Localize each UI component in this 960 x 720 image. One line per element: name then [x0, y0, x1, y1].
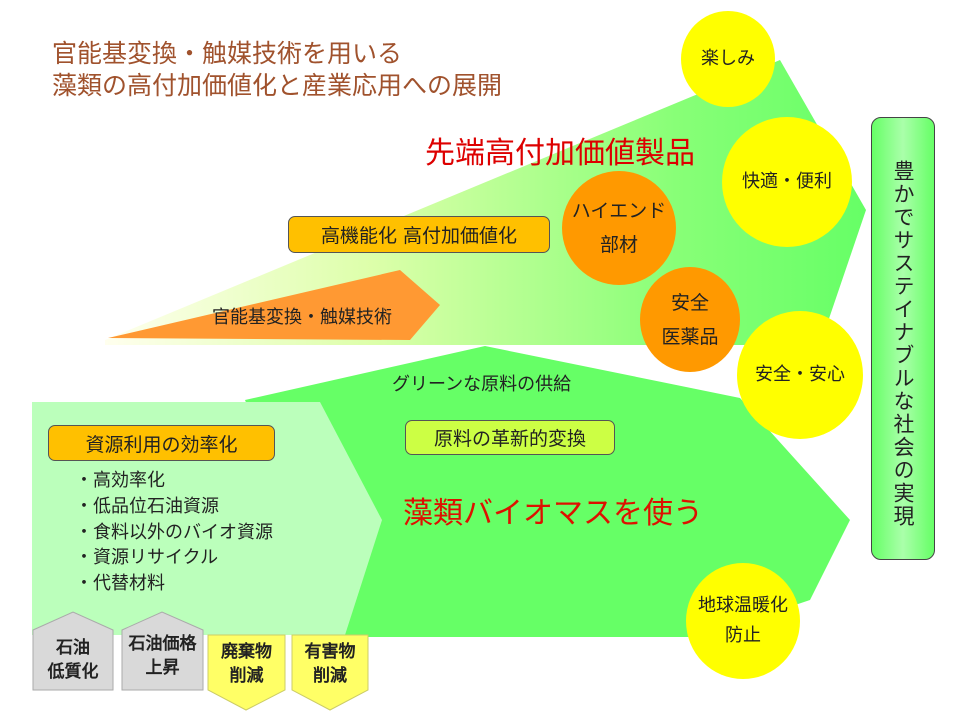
product-line1: ハイエンド — [571, 200, 667, 222]
bullet-text: 資源リサイクル — [93, 547, 219, 568]
resource-bullet: ・低品位石油資源 — [75, 496, 219, 517]
bullet-text: 低品位石油資源 — [93, 496, 219, 517]
bullet-text: 代替材料 — [93, 573, 165, 594]
driver-line2: 上昇 — [145, 658, 180, 678]
product-line2: 医薬品 — [661, 325, 719, 348]
driver-line1: 廃棄物 — [221, 642, 272, 662]
title-line-2: 藻類の高付加価値化と産業応用への展開 — [52, 71, 503, 100]
lower-badge: 原料の革新的変換 — [405, 420, 615, 455]
driver-line2: 削減 — [229, 666, 264, 686]
product-medicine: 安全 医薬品 — [640, 267, 740, 372]
resource-bullet: ・資源リサイクル — [75, 547, 219, 568]
driver-line1: 石油価格 — [128, 634, 197, 654]
upper-badge: 高機能化 高付加価値化 — [288, 216, 550, 253]
driver-shape-2 — [121, 611, 204, 691]
driver-line1: 石油 — [56, 638, 90, 658]
driver-toxic: 有害物削減 — [292, 636, 368, 692]
benefit-line2: 防止 — [725, 625, 761, 646]
title-line-1: 官能基変換・触媒技術を用いる — [52, 39, 403, 68]
benefit-line1: 地球温暖化 — [698, 595, 788, 616]
driver-line2: 低質化 — [47, 662, 99, 682]
benefit-safety: 安全・安心 — [737, 311, 863, 439]
benefit-line1: 安全・安心 — [755, 364, 845, 385]
driver-waste: 廃棄物削減 — [208, 636, 285, 692]
orange-arrow-label: 官能基変換・触媒技術 — [212, 307, 392, 328]
driver-shape-4 — [291, 634, 369, 711]
driver-line1: 有害物 — [304, 642, 356, 662]
goal-box: 豊かでサステイナブルな社会の実現 — [871, 117, 935, 560]
driver-line2: 削減 — [313, 666, 347, 686]
benefit-line1: 楽しみ — [701, 48, 755, 69]
benefit-comfort: 快適・便利 — [722, 117, 852, 247]
driver-shape-1 — [32, 611, 114, 691]
bullet-text: 高効率化 — [93, 470, 165, 491]
driver-oil-price: 石油価格上昇 — [122, 626, 203, 686]
lower-arrow-shape — [245, 346, 850, 637]
benefit-line1: 快適・便利 — [742, 171, 832, 192]
lower-top-label: グリーンな原料の供給 — [392, 374, 572, 395]
goal-text: 豊かでサステイナブルな社会の実現 — [891, 160, 915, 528]
bullet-text: 食料以外のバイオ資源 — [93, 522, 273, 543]
orange-arrow-shape — [108, 270, 440, 340]
upper-headline: 先端高付加価値製品 — [425, 136, 695, 171]
resource-bullet: ・代替材料 — [75, 573, 165, 594]
lower-headline: 藻類バイオマスを使う — [403, 496, 703, 531]
resource-bullet: ・食料以外のバイオ資源 — [75, 522, 273, 543]
driver-shape-3 — [207, 634, 286, 711]
resource-badge: 資源利用の効率化 — [48, 425, 275, 461]
benefit-climate: 地球温暖化 防止 — [686, 563, 800, 679]
product-line2: 部材 — [599, 234, 638, 256]
resource-bullet: ・高効率化 — [75, 470, 165, 491]
product-highend: ハイエンド 部材 — [562, 171, 676, 285]
driver-oil-quality: 石油低質化 — [33, 630, 113, 690]
benefit-enjoyment: 楽しみ — [681, 11, 775, 107]
product-line1: 安全 — [670, 291, 709, 314]
